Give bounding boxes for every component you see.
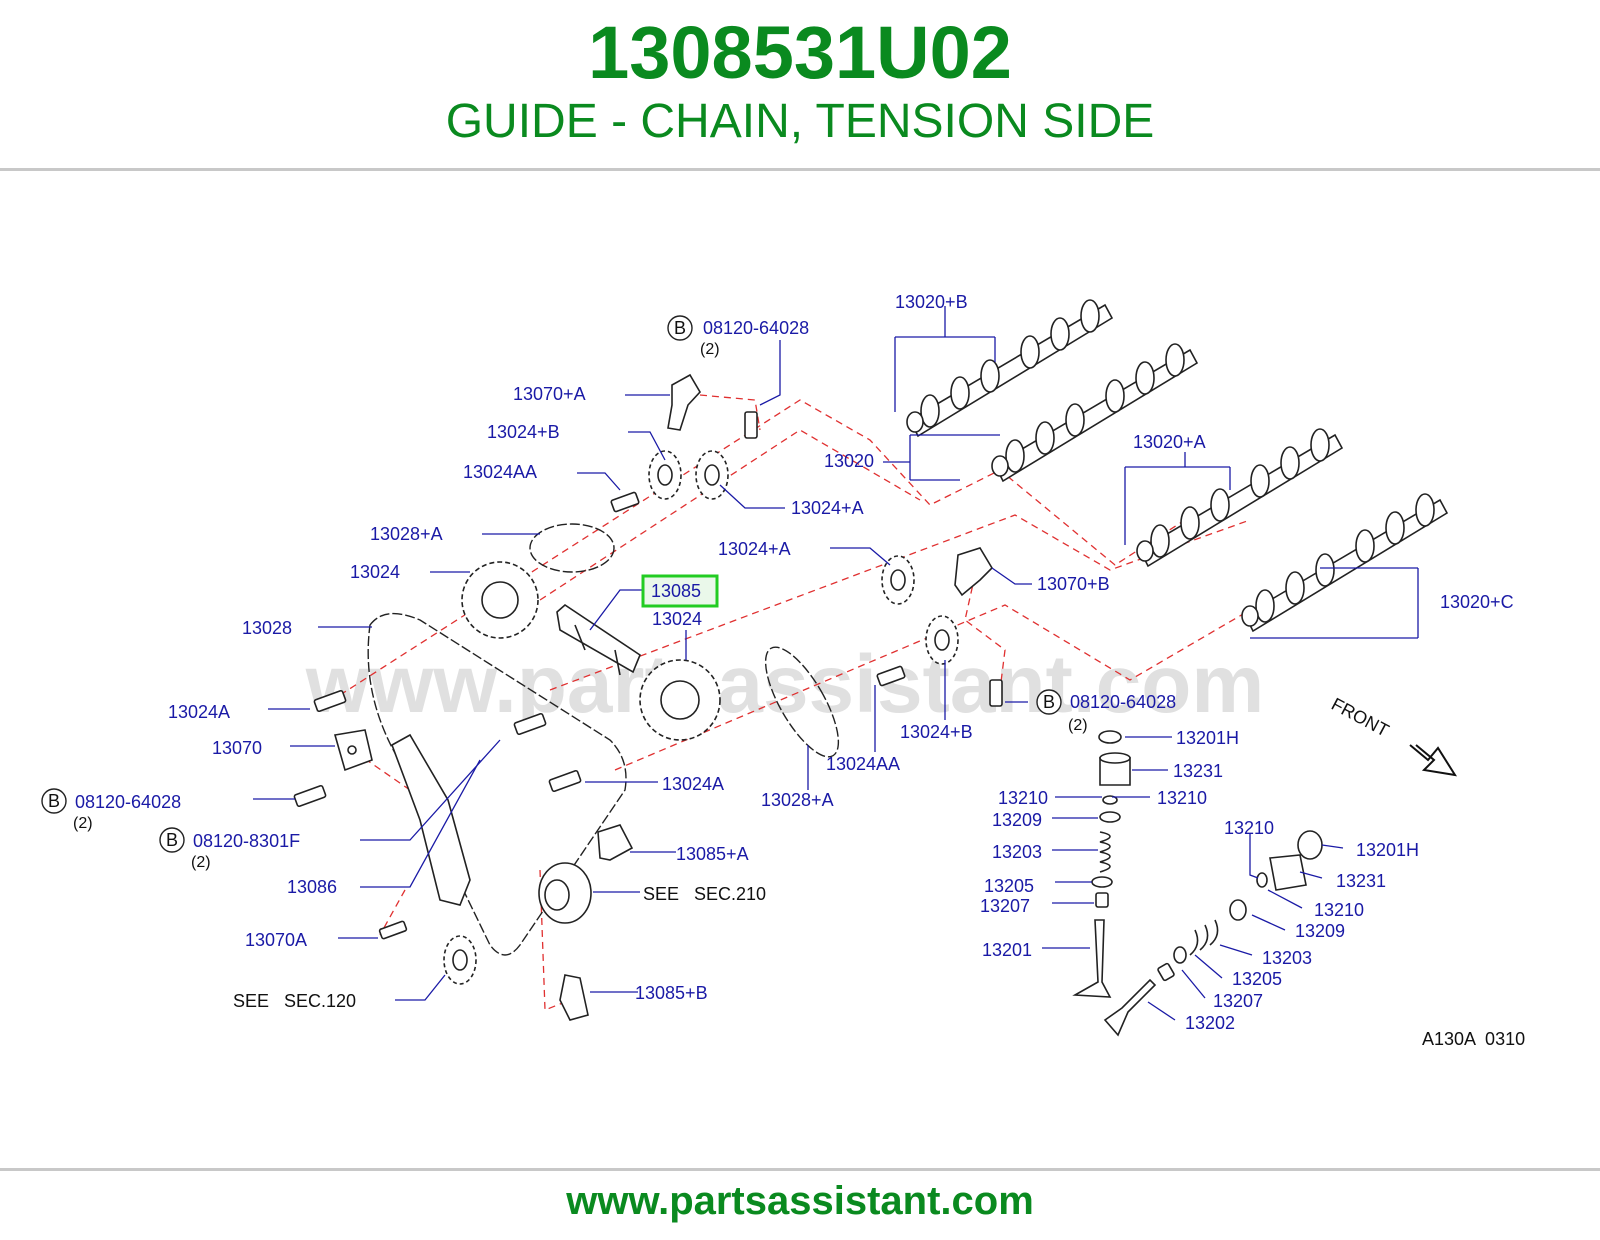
- qty-left: (2): [73, 815, 93, 832]
- callout-13024-a-plus-mid: 13024+A: [718, 539, 791, 559]
- callout-13020-b: 13020+B: [895, 292, 968, 312]
- see-sec210: SEE SEC.210: [643, 884, 766, 904]
- callout-13086: 13086: [287, 877, 337, 897]
- callout-13020-a-plus: 13020+A: [1133, 432, 1206, 452]
- callout-08120-64028-top: 08120-64028: [703, 318, 809, 338]
- footer-url-link[interactable]: www.partsassistant.com: [566, 1179, 1034, 1223]
- callout-13203-a: 13203: [992, 842, 1042, 862]
- callout-13070a: 13070A: [245, 930, 307, 950]
- callout-13210-c: 13210: [1224, 818, 1274, 838]
- header: 1308531U02 GUIDE - CHAIN, TENSION SIDE: [0, 0, 1600, 170]
- chain-tensioner-sec210: [538, 862, 592, 924]
- callout-13207-a: 13207: [980, 896, 1030, 916]
- tensioner-13085-b: [559, 974, 589, 1021]
- parts-diagram: www.partsassistant.com: [41, 292, 1525, 1049]
- tensioner-13070-a: [667, 373, 701, 431]
- callout-13210-b: 13210: [1157, 788, 1207, 808]
- camshaft-13020-b: [906, 299, 1114, 438]
- callout-13070-a-plus: 13070+A: [513, 384, 586, 404]
- bolts: [293, 411, 1003, 940]
- camshaft-13020-c: [1241, 493, 1449, 633]
- callout-13210-a: 13210: [998, 788, 1048, 808]
- callout-13205-b: 13205: [1232, 969, 1282, 989]
- svg-text:B: B: [674, 318, 686, 338]
- sprocket-13024b-top: [648, 450, 682, 500]
- leader-lines: [253, 306, 1419, 1021]
- callout-13209-b: 13209: [1295, 921, 1345, 941]
- callout-13024a: 13024A: [168, 702, 230, 722]
- callout-08120-64028-right: 08120-64028: [1070, 692, 1176, 712]
- callout-labels: 13020+B 08120-64028 (2) 13070+A 13024+B …: [73, 292, 1525, 1049]
- callout-08120-64028-left: 08120-64028: [75, 792, 181, 812]
- front-label: FRONT: [1328, 694, 1392, 741]
- callout-13024aa-bottom: 13024AA: [826, 754, 900, 774]
- svg-text:B: B: [1043, 692, 1055, 712]
- sprocket-13024a-mid: [881, 555, 915, 605]
- bolt-marker-right: B: [1036, 689, 1062, 715]
- callout-13207-b: 13207: [1213, 991, 1263, 1011]
- crank-sprocket: [443, 935, 477, 985]
- callout-13020: 13020: [824, 451, 874, 471]
- sprocket-13024b-bottom: [925, 615, 959, 665]
- camshaft-13020: [991, 343, 1199, 483]
- svg-text:B: B: [166, 830, 178, 850]
- footer-divider: [0, 1168, 1600, 1171]
- callout-13028-a-bottom: 13028+A: [761, 790, 834, 810]
- sprocket-13024-mid: [639, 659, 721, 741]
- part-number-title: 1308531U02: [588, 11, 1012, 94]
- callout-13024-mid: 13024: [652, 609, 702, 629]
- callout-13231-b: 13231: [1336, 871, 1386, 891]
- callout-13070-b-plus: 13070+B: [1037, 574, 1110, 594]
- callout-13024-a-plus-top: 13024+A: [791, 498, 864, 518]
- qty-top: (2): [700, 341, 720, 358]
- guide-13085-tension-side: [556, 603, 641, 676]
- callout-13024aa-top: 13024AA: [463, 462, 537, 482]
- valve-assembly-upper: [1072, 730, 1131, 998]
- sprocket-13024a-top: [695, 450, 729, 500]
- qty-right: (2): [1068, 717, 1088, 734]
- callout-13024-left: 13024: [350, 562, 400, 582]
- callout-13085: 13085: [651, 581, 701, 601]
- bolt-marker-8301f: B: [159, 827, 185, 853]
- chain-13028-a-top: [529, 523, 615, 573]
- bolt-marker-left: B: [41, 788, 67, 814]
- tensioner-13070: [333, 729, 373, 772]
- callout-08120-8301f: 08120-8301F: [193, 831, 300, 851]
- qty-8301f: (2): [191, 854, 211, 871]
- callout-13024-b-bottom: 13024+B: [900, 722, 973, 742]
- guide-13086-slack-side: [391, 733, 471, 906]
- part-name-subtitle: GUIDE - CHAIN, TENSION SIDE: [445, 95, 1155, 148]
- see-sec120: SEE SEC.120: [233, 991, 356, 1011]
- callout-13085-b-plus: 13085+B: [635, 983, 708, 1003]
- sprocket-13024-left: [461, 561, 539, 639]
- callout-13024a-mid: 13024A: [662, 774, 724, 794]
- chain-13028-a-bottom: [764, 646, 840, 758]
- callout-13020-c-plus: 13020+C: [1440, 592, 1514, 612]
- callout-13028: 13028: [242, 618, 292, 638]
- bolt-marker-top: B: [667, 315, 693, 341]
- header-divider: [0, 168, 1600, 171]
- callout-13024-b-top: 13024+B: [487, 422, 560, 442]
- callout-13205-a: 13205: [984, 876, 1034, 896]
- callout-13070: 13070: [212, 738, 262, 758]
- callout-13203-b: 13203: [1262, 948, 1312, 968]
- diagram-code: A130A 0310: [1422, 1029, 1525, 1049]
- chain-13028-primary: [367, 612, 627, 956]
- svg-text:B: B: [48, 791, 60, 811]
- callout-13201: 13201: [982, 940, 1032, 960]
- camshaft-13020-a: [1136, 428, 1344, 568]
- callout-13201h-b: 13201H: [1356, 840, 1419, 860]
- callout-13085-a-plus: 13085+A: [676, 844, 749, 864]
- highlight-box-13085: [641, 574, 719, 608]
- tensioner-13085-a: [597, 824, 634, 861]
- callout-13210-d: 13210: [1314, 900, 1364, 920]
- callout-13231-a: 13231: [1173, 761, 1223, 781]
- callout-13202: 13202: [1185, 1013, 1235, 1033]
- valve-assembly-lower: [1103, 830, 1323, 1037]
- callout-13209-a: 13209: [992, 810, 1042, 830]
- tensioner-13070-b: [954, 547, 994, 597]
- callout-13201h-a: 13201H: [1176, 728, 1239, 748]
- callout-13028-a-top: 13028+A: [370, 524, 443, 544]
- front-arrow-icon: [1409, 744, 1458, 777]
